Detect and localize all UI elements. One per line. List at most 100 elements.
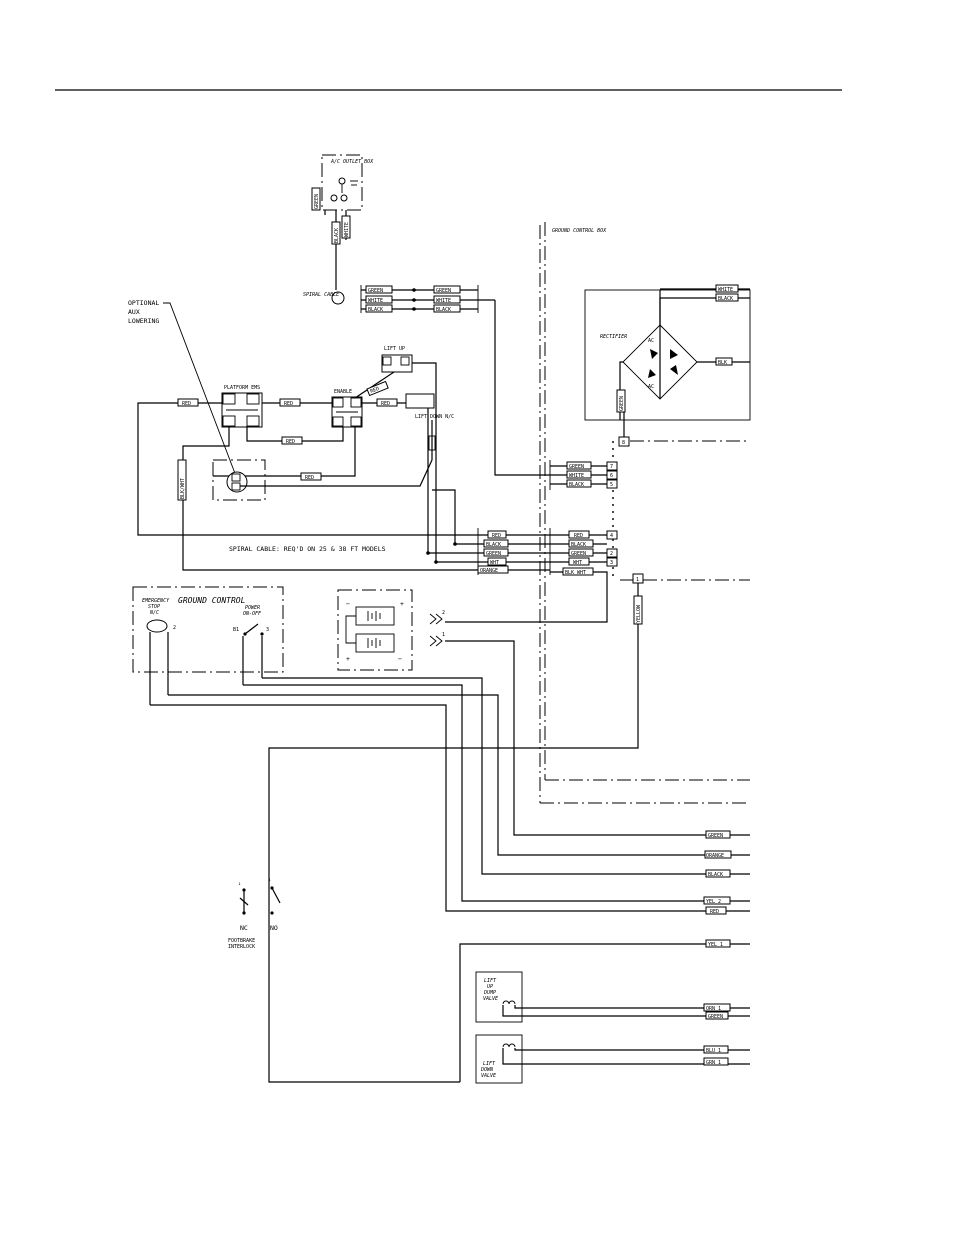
spiral-cable-label: SPIRAL CABLE (303, 292, 339, 298)
svg-text:−: − (346, 600, 350, 608)
spiral-black-label-2: BLACK (436, 307, 451, 313)
rect-white-label: WHITE (718, 287, 733, 293)
spiral-white-label-2: WHITE (436, 298, 451, 304)
battery-box (337, 589, 413, 671)
t-black-label: BLACK (571, 542, 586, 548)
ground-control-panel (132, 586, 284, 673)
ac-outlet-label: A/C OUTLET BOX (330, 159, 374, 165)
footbrake-nc-label: NC (240, 924, 248, 932)
battery-1 (355, 606, 395, 626)
t3-wht-label: WHT (573, 560, 582, 566)
spiral2-black-label: BLACK (486, 542, 501, 548)
rectifier-label: RECTIFIER (600, 334, 627, 340)
rect-green-label: GREEN (619, 396, 625, 411)
t5-black-label: BLACK (569, 482, 584, 488)
emergency-stop-button (146, 619, 168, 633)
lift-up-label: LIFT UP (384, 346, 405, 352)
terminal-5: 5 (610, 482, 613, 488)
spiral-green-label-2: GREEN (436, 288, 451, 294)
svg-text:↓: ↓ (238, 881, 241, 887)
ems-red-label: RED (182, 401, 191, 407)
yel2-out-label: YEL 2 (706, 899, 721, 905)
footbrake-label-1: FOOTBRAKE (228, 938, 255, 944)
blu1-out-label: BLU 1 (706, 1048, 721, 1054)
orange-label: ORANGE (480, 568, 498, 574)
blk-wht-wire-label: BLK/WHT (180, 478, 186, 499)
dump-valve-label-2: UP (487, 984, 493, 990)
lift-down-label: LIFT DOWN N/C (415, 414, 454, 420)
green-out-label: GREEN (708, 833, 723, 839)
black-out-label: BLACK (708, 872, 723, 878)
spiral-cable-note: SPIRAL CABLE: REQ'D ON 25 & 38 FT MODELS (229, 545, 386, 553)
connector-1: 1 (442, 632, 445, 638)
svg-text:+: + (346, 655, 350, 663)
terminal-1: 1 (636, 577, 639, 583)
optional-aux-label-3: LOWERING (128, 317, 159, 325)
lift-up-dump-valve (475, 971, 523, 1023)
outlet-ground-icon (338, 177, 346, 185)
enable-red-label: RED (381, 401, 390, 407)
estop-label-3: N/C (149, 610, 159, 616)
dump-valve-label-3: DUMP (483, 990, 496, 996)
down-valve-label-1: LIFT (483, 1061, 496, 1067)
terminal-3: 3 (610, 560, 613, 566)
t7-green-label: GREEN (569, 464, 584, 470)
spiral-green-label: GREEN (368, 288, 383, 294)
spiral-white-label: WHITE (368, 298, 383, 304)
grn1-out-label: GRN 1 (706, 1060, 721, 1066)
aux-red-label: RED (305, 475, 314, 481)
rect-black-label: BLACK (718, 296, 733, 302)
yel1-out-label: YEL 1 (708, 942, 723, 948)
platform-ems-label: PLATFORM EMS (224, 385, 260, 391)
dump-valve-coil-icon (502, 1000, 516, 1005)
ac-outlet-box (321, 154, 363, 211)
down-valve-label-2: DOWN (480, 1067, 494, 1073)
estop-pin-2: 2 (173, 625, 176, 631)
rectifier-ac-bottom: AC (648, 384, 654, 390)
battery-2 (355, 633, 395, 653)
optional-aux-label-2: AUX (128, 308, 140, 316)
terminal-6: 6 (610, 473, 613, 479)
dump-valve-label-4: VALVE (483, 996, 498, 1002)
down-valve-label-3: VALVE (481, 1073, 496, 1079)
rectifier-box (584, 289, 751, 421)
connector-2: 2 (442, 610, 445, 616)
ac-black-wire-label: BLACK (334, 228, 340, 243)
ac-white-wire-label: WHITE (344, 222, 350, 237)
t4-red-label: RED (574, 533, 583, 539)
ground-control-label: GROUND CONTROL (178, 596, 246, 605)
ac-green-wire-label: GREEN (314, 194, 320, 209)
footbrake-no-label: NO (270, 924, 278, 932)
spiral2-wht-label: WHT (490, 560, 499, 566)
footbrake-label-2: INTERLOCK (228, 944, 255, 950)
power-label-2: ON-OFF (243, 611, 262, 617)
terminal-2: 2 (610, 551, 613, 557)
ground-control-box-label: GROUND CONTROL BOX (552, 228, 607, 234)
svg-text:+: + (400, 600, 404, 608)
rectifier-ac-top: AC (648, 338, 654, 344)
t2-green-label: GREEN (571, 551, 586, 557)
red-out-label: RED (710, 909, 719, 915)
svg-text:−: − (398, 655, 402, 663)
ems-enable-red-label: RED (284, 401, 293, 407)
power-label-1: POWER (245, 605, 260, 611)
terminal-8: 8 (622, 440, 625, 446)
t-blkwht-label: BLK WHT (565, 570, 586, 576)
power-pin-3: 3 (266, 627, 269, 633)
grn-out-label: GREEN (708, 1014, 723, 1020)
enable-label: ENABLE (334, 389, 352, 395)
spiral2-green-label: GREEN (486, 551, 501, 557)
spiral2-red-label: RED (492, 533, 501, 539)
spiral-black-label: BLACK (368, 307, 383, 313)
lift-down-switch (405, 393, 435, 409)
terminal-7: 7 (610, 464, 613, 470)
estop-label-2: STOP (148, 604, 160, 610)
svg-text:↓: ↓ (268, 877, 271, 883)
t6-white-label: WHITE (569, 473, 584, 479)
optional-aux-label-1: OPTIONAL (128, 299, 159, 307)
terminal-4: 4 (610, 533, 613, 539)
outlet-line-icon (330, 194, 338, 202)
lift-up-switch (381, 354, 413, 373)
rect-blk-label: BLK (718, 360, 727, 366)
